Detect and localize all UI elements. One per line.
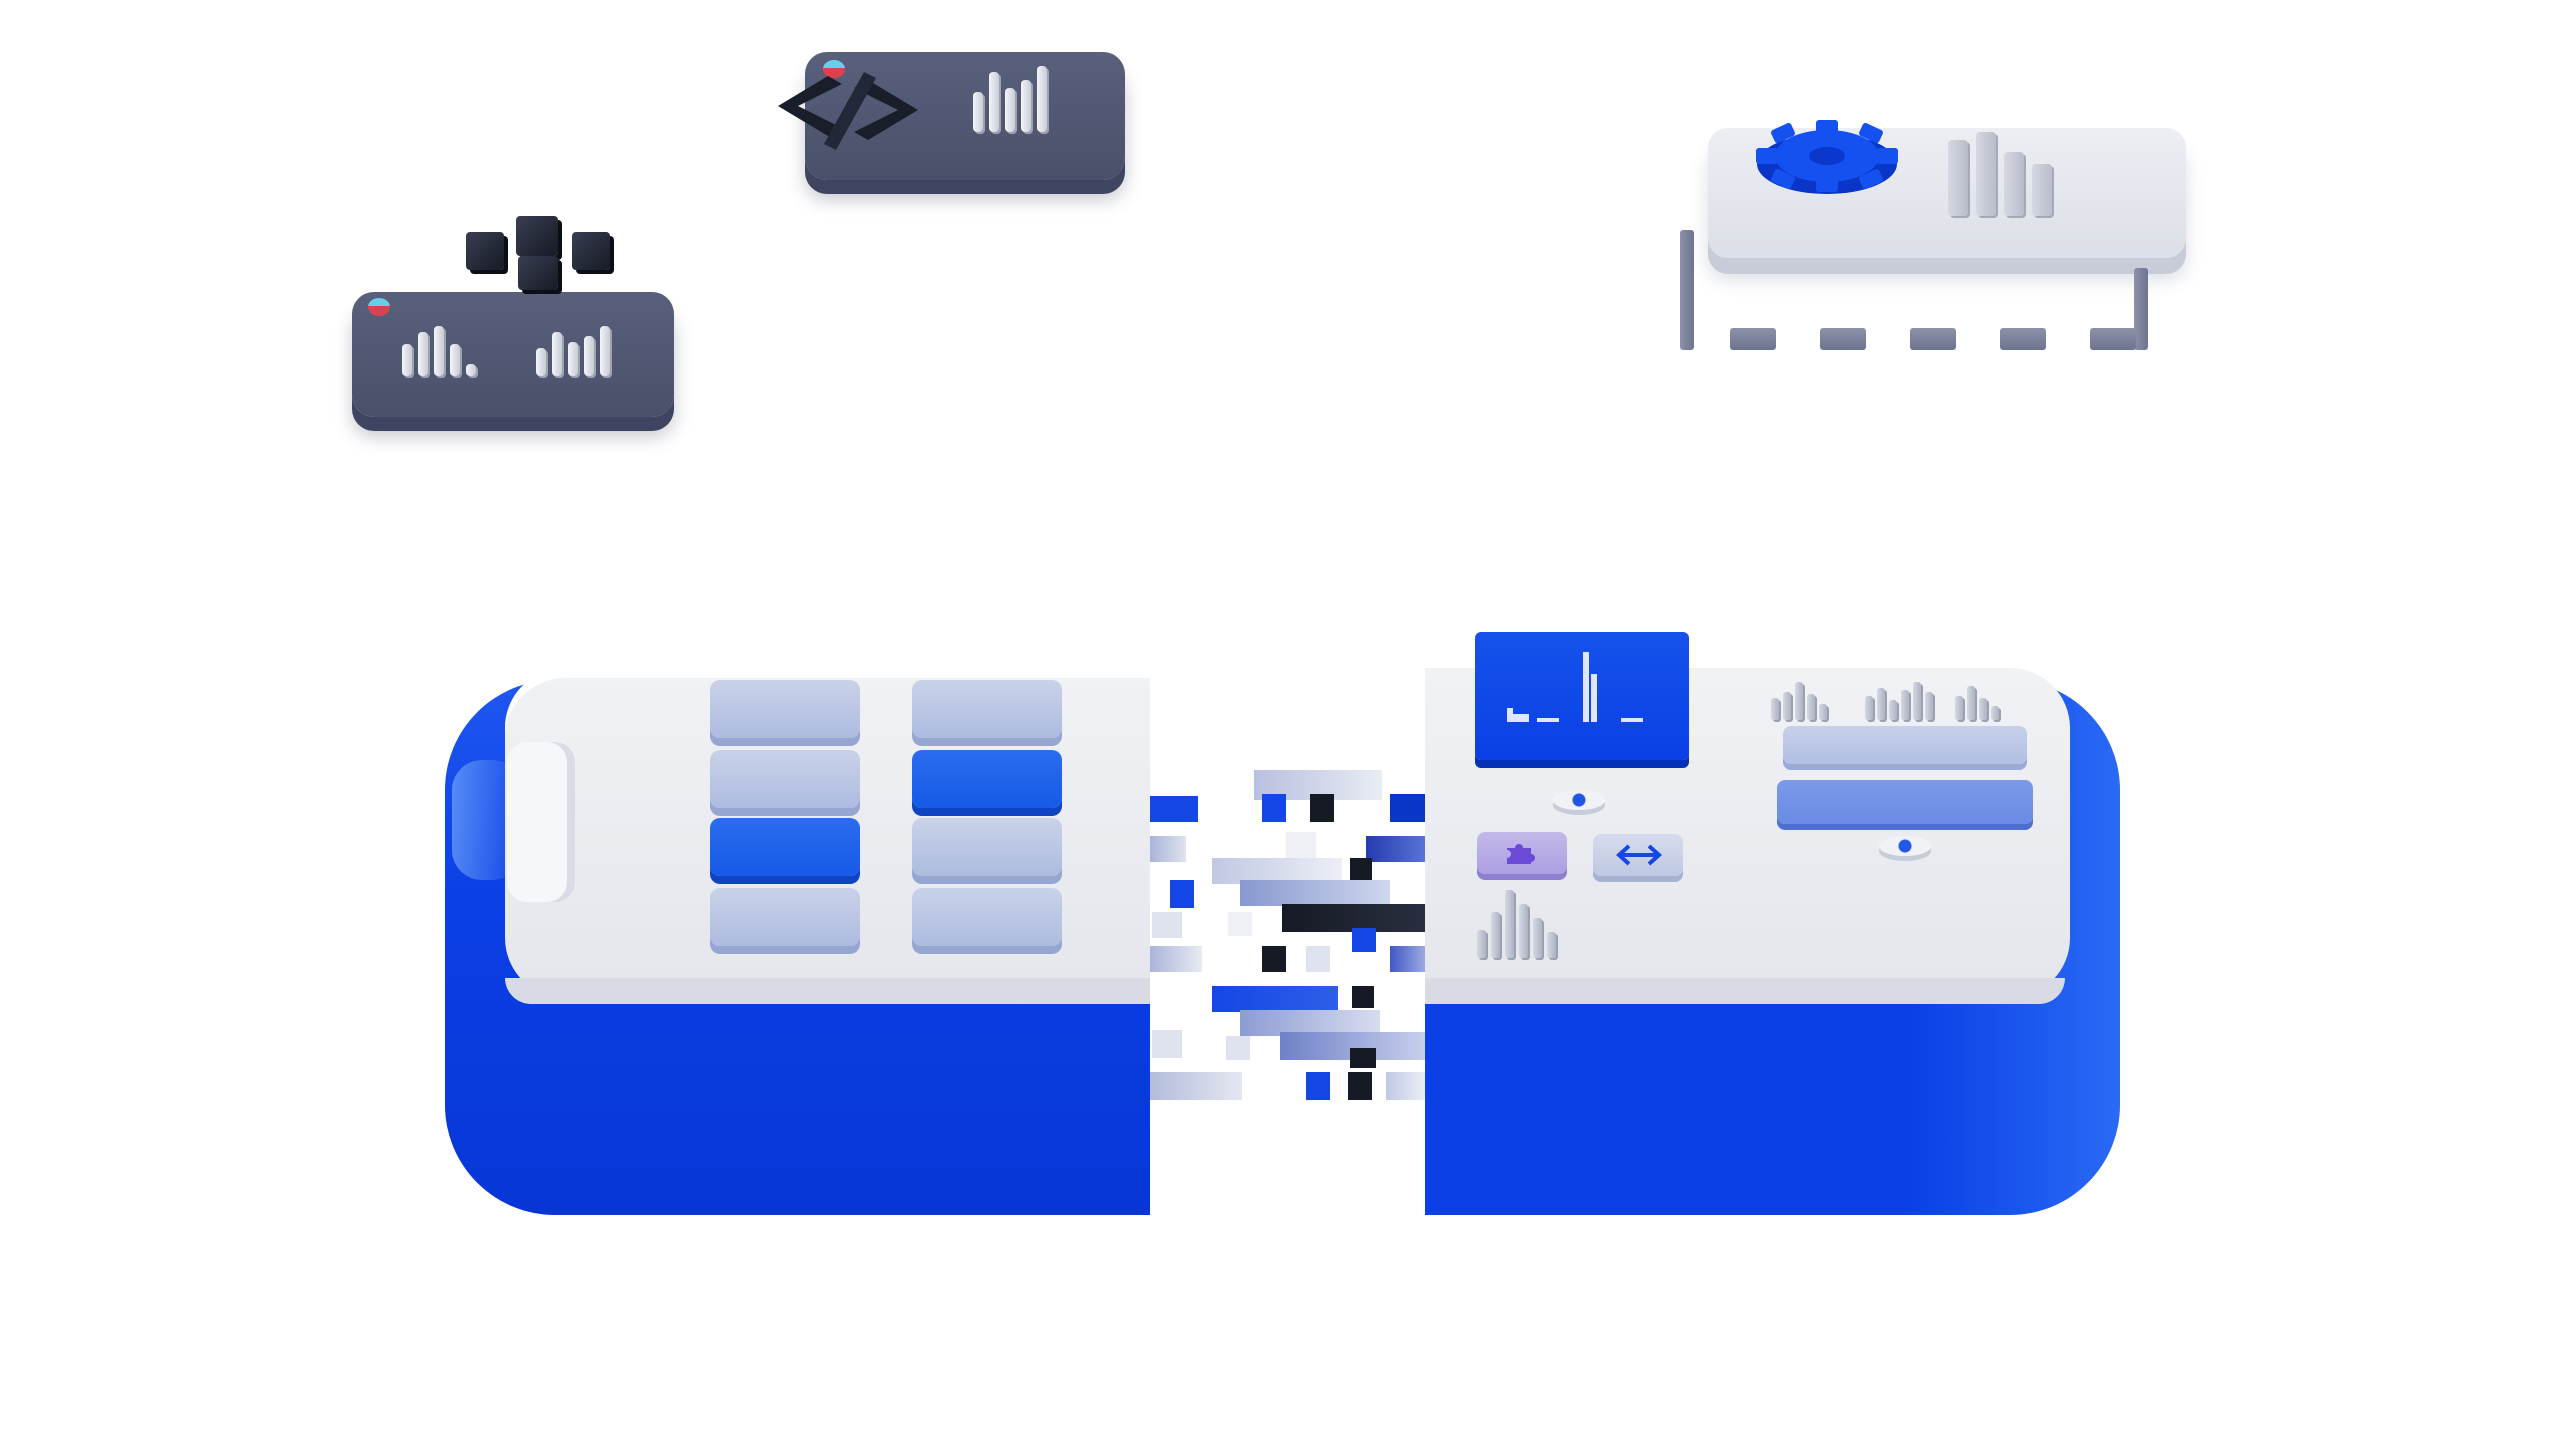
content-bar (1783, 726, 2027, 764)
status-dot-icon (823, 60, 845, 78)
platform-top-left (505, 668, 1150, 998)
blue-info-panel (1475, 632, 1689, 760)
gear-icon (1752, 118, 1902, 198)
tile-selected (710, 818, 860, 876)
tile (912, 888, 1062, 946)
puzzle-chip (1477, 832, 1567, 874)
handle-slot (507, 742, 575, 902)
tile (710, 888, 860, 946)
content-bar-active (1777, 780, 2033, 824)
connector-node (1553, 790, 1605, 810)
tile (912, 818, 1062, 876)
code-brackets-icon (768, 70, 928, 150)
tile (710, 750, 860, 808)
floating-card-left (352, 292, 674, 417)
platform-lip-right (1425, 978, 2065, 1004)
code-chip (1593, 834, 1683, 876)
tile (710, 680, 860, 738)
status-dot-icon (368, 298, 390, 316)
floating-card-top (805, 52, 1125, 180)
platform-lip-left (505, 978, 1150, 1004)
platform-top-right (1425, 632, 2070, 998)
puzzle-icon (1503, 840, 1543, 866)
connector-node (1879, 836, 1931, 856)
code-brackets-icon (1615, 842, 1663, 868)
tile-selected (912, 750, 1062, 808)
tile (912, 680, 1062, 738)
